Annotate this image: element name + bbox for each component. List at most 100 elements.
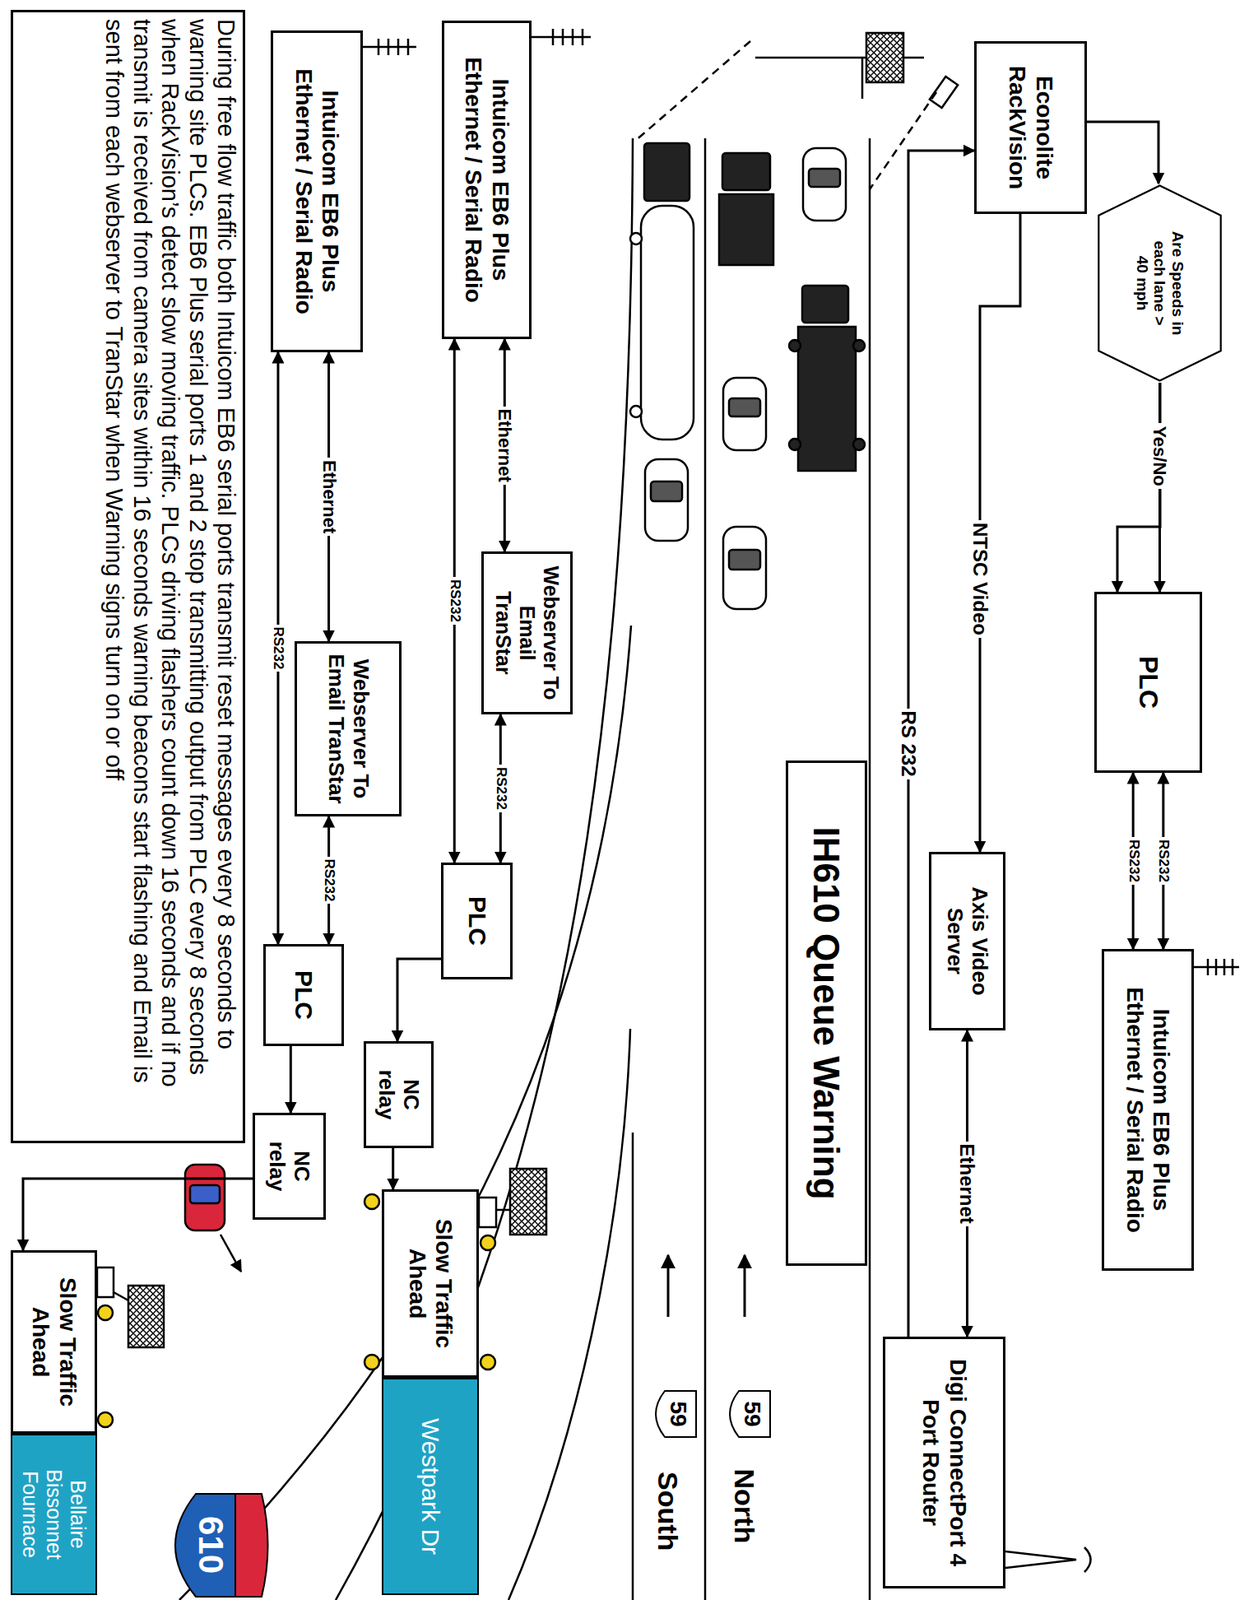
warning-sign: Slow Traffic Ahead: [381, 1188, 479, 1378]
connector: [397, 958, 442, 1041]
antennas-part: [552, 28, 555, 46]
node-text: Bellaire Bissonnet Fournace: [18, 1443, 89, 1585]
vehicles-part: [803, 148, 846, 221]
plc-box: PLC: [1094, 591, 1203, 773]
node-text: Intuicom EB6 Plus Ethernet / Serial Radi…: [290, 41, 344, 342]
road-lines-part: [704, 138, 707, 1600]
route-shields-part: [235, 1493, 269, 1597]
antennas-part: [571, 28, 575, 46]
node-text: PLC: [462, 896, 492, 946]
edge-label: Ethernet: [318, 457, 339, 536]
node-text: PLC: [289, 970, 319, 1020]
vehicles-part: [640, 205, 694, 440]
antennas-part: [397, 38, 400, 56]
antennas-part: [387, 38, 391, 56]
road-lines-part: [868, 138, 872, 1600]
video-server-box: Axis Video Server: [928, 851, 1006, 1031]
direction-arrows-part: [743, 1254, 747, 1317]
edge-label: RS232: [270, 624, 287, 673]
diagram-title: IH610 Queue Warning: [785, 760, 868, 1266]
connector: [23, 1178, 253, 1250]
sign-flashers-part: [478, 1197, 497, 1227]
antennas-part: [1231, 958, 1235, 976]
radio-box: Intuicom EB6 Plus Ethernet / Serial Radi…: [270, 30, 363, 353]
sign-flashers-part: [480, 1235, 496, 1250]
edge-label: RS232: [1156, 836, 1172, 885]
direction-arrows-part: [667, 1254, 670, 1317]
edge-label: RS232: [320, 856, 337, 905]
edge-label: Ethernet: [956, 1141, 978, 1226]
connector: [1086, 121, 1159, 184]
road-lines-part: [179, 625, 632, 1600]
vehicles-part: [719, 194, 774, 265]
road-lines-part: [631, 1132, 635, 1600]
connector: [289, 1045, 293, 1113]
node-text: NC relay: [264, 1123, 315, 1209]
sign-flashers-part: [128, 1285, 164, 1347]
road-lines-part: [335, 138, 633, 1600]
radio-box: Intuicom EB6 Plus Ethernet / Serial Radi…: [441, 20, 532, 339]
vehicles-part: [798, 326, 856, 471]
edge-label: RS232: [1125, 836, 1142, 885]
vehicles-part: [723, 377, 767, 451]
vehicles-part: [853, 438, 865, 451]
vehicles-part: [645, 459, 688, 541]
vehicles-part: [728, 549, 761, 570]
sign-flashers-part: [97, 1267, 114, 1297]
road-lines: [179, 138, 870, 1600]
node-text: Webserver To Email TranStar: [323, 651, 373, 806]
exit-sign-panel: Bellaire Bissonnet Fournace: [10, 1433, 98, 1595]
edge-label: NTSC Video: [969, 520, 991, 638]
antennas-part: [1005, 1550, 1077, 1568]
antennas-part: [581, 28, 585, 46]
route-number: 59: [739, 1398, 766, 1430]
route-number: 59: [665, 1398, 692, 1430]
antennas-part: [407, 38, 410, 56]
node-text: Are Speeds in each lane > 40 mph: [1132, 230, 1188, 336]
decision-hexagon: Are Speeds in each lane > 40 mph: [1096, 183, 1223, 383]
node-text: Slow Traffic Ahead: [403, 1199, 457, 1367]
plc-box: PLC: [441, 862, 513, 980]
vehicles-part: [630, 232, 642, 245]
antennas-part: [1223, 958, 1226, 976]
antennas-part: [1207, 958, 1210, 976]
vehicles-part: [789, 339, 801, 352]
camera-processor-box: Econolite RackVision: [974, 41, 1087, 214]
sign-flashers-part: [97, 1304, 113, 1320]
edge-label: RS 232: [897, 708, 920, 780]
vehicles-part: [644, 143, 690, 201]
node-text: Digi ConnectPort 4 Port Router: [917, 1346, 971, 1578]
warning-sign: Slow Traffic Ahead: [10, 1249, 98, 1434]
hexagon-shape: [1098, 185, 1221, 381]
node-text: Webserver To Email TranStar: [491, 561, 562, 704]
edge-label: RS232: [446, 576, 463, 625]
sign-flashers-part: [496, 1208, 511, 1212]
node-text: Axis Video Server: [942, 862, 993, 1020]
node-text: Westpark Dr: [416, 1417, 446, 1555]
route-shields-part: [655, 1390, 697, 1437]
vehicles-part: [808, 168, 841, 187]
camera-pole-part: [866, 32, 904, 83]
camera-pole-part: [869, 92, 937, 190]
antennas-part: [1084, 1546, 1092, 1572]
vehicles-part: [722, 153, 771, 191]
exit-sign-panel: Westpark Dr: [381, 1377, 479, 1595]
antennas: [362, 28, 1240, 1572]
vehicles-part: [650, 481, 683, 502]
note-box: During free flow traffic both Intuicom E…: [10, 9, 246, 1143]
direction-arrows: [668, 1254, 745, 1317]
vehicles-part: [802, 285, 849, 323]
direction-label: South: [652, 1468, 683, 1553]
node-text: Intuicom EB6 Plus Ethernet / Serial Radi…: [1121, 959, 1175, 1260]
node-text: NC relay: [374, 1051, 424, 1138]
camera-pole-part: [929, 76, 958, 108]
webserver-box: Webserver To Email TranStar: [481, 551, 573, 715]
interstate-number: 610: [191, 1513, 230, 1576]
vehicles-part: [185, 1164, 225, 1231]
sign-flashers-part: [113, 1291, 129, 1301]
route-shields-part: [175, 1493, 236, 1597]
edge-label: RS232: [492, 764, 509, 813]
radio-box: Intuicom EB6 Plus Ethernet / Serial Radi…: [1101, 948, 1194, 1271]
node-text: Slow Traffic Ahead: [27, 1260, 80, 1423]
node-text: PLC: [1132, 655, 1164, 709]
